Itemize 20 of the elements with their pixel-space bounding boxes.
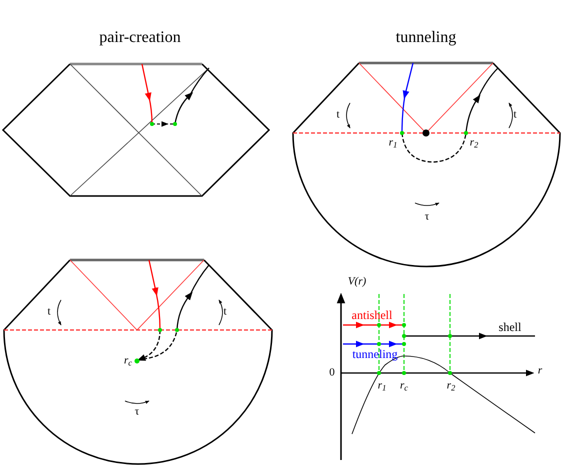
point-label: r$_{c}$ — [400, 380, 408, 392]
curve-label: tunneling — [352, 348, 398, 360]
panel-title: tunneling — [396, 30, 456, 46]
axis-label: τ — [134, 406, 140, 418]
panel-title: pair-creation — [99, 30, 181, 46]
axis-label: r — [538, 366, 542, 376]
curve-label: shell — [498, 321, 522, 333]
axis-label: 0 — [329, 368, 335, 378]
point-label: r$_{1}$ — [388, 138, 398, 148]
axis-label: t — [513, 110, 517, 120]
point-label: r$_{2}$ — [470, 138, 478, 148]
point-label: r$_{c}$ — [124, 356, 132, 366]
axis-label: V(r) — [348, 276, 366, 288]
point-label: r$_{1}$ — [378, 380, 386, 392]
axis-label: t — [336, 110, 340, 120]
curve-label: antishell — [352, 309, 392, 321]
axis-label: t — [47, 306, 51, 318]
axis-label: τ — [424, 212, 430, 222]
axis-label: t — [223, 306, 227, 318]
point-label: r$_{2}$ — [446, 380, 456, 392]
